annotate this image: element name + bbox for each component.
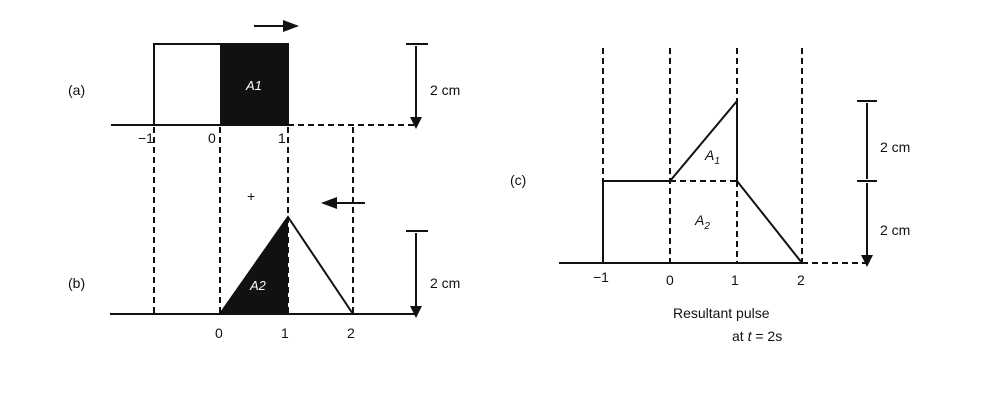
tick-label: 2: [797, 272, 805, 288]
area-label-a1: A1: [704, 147, 720, 167]
tick-label: 0: [208, 130, 216, 146]
height-label: 2 cm: [430, 275, 460, 291]
area-label-a2: A2: [249, 278, 267, 293]
area-label-a1: A1: [245, 78, 262, 93]
dimension-line-upper: [857, 100, 877, 182]
tick-label: 0: [666, 272, 674, 288]
tick-label: −1: [593, 269, 609, 285]
tick-label: 0: [215, 325, 223, 341]
rectangular-pulse: [111, 43, 289, 126]
area-label-a2: A2: [694, 212, 710, 232]
plus-sign: +: [247, 188, 255, 204]
height-label: 2 cm: [430, 82, 460, 98]
panel-label: (c): [510, 172, 526, 188]
dimension-line: [406, 43, 428, 123]
shaded-area-a1: [220, 44, 288, 125]
tick-label: 2: [347, 325, 355, 341]
panel-label: (a): [68, 82, 85, 98]
dimension-line: [406, 230, 428, 312]
tick-label: 1: [731, 272, 739, 288]
tick-label: 1: [281, 325, 289, 341]
panel-a: A1 2 cm (a) −1 0 1: [68, 20, 460, 146]
alignment-lines: [153, 127, 354, 314]
tick-label: −1: [138, 130, 154, 146]
panel-label: (b): [68, 275, 85, 291]
caption-line-2: at t = 2s: [732, 328, 782, 344]
panel-c: 2 cm 2 cm (c) A1 A2 −1 0 1 2 Resultant p…: [510, 48, 910, 344]
panel-b: A2 2 cm (b) 0 1 2: [68, 215, 460, 341]
height-label-lower: 2 cm: [880, 222, 910, 238]
caption-line-1: Resultant pulse: [673, 305, 770, 321]
height-label-upper: 2 cm: [880, 139, 910, 155]
tick-label: 1: [278, 130, 286, 146]
guide-lines: [602, 48, 867, 264]
resultant-pulse: [559, 98, 803, 264]
